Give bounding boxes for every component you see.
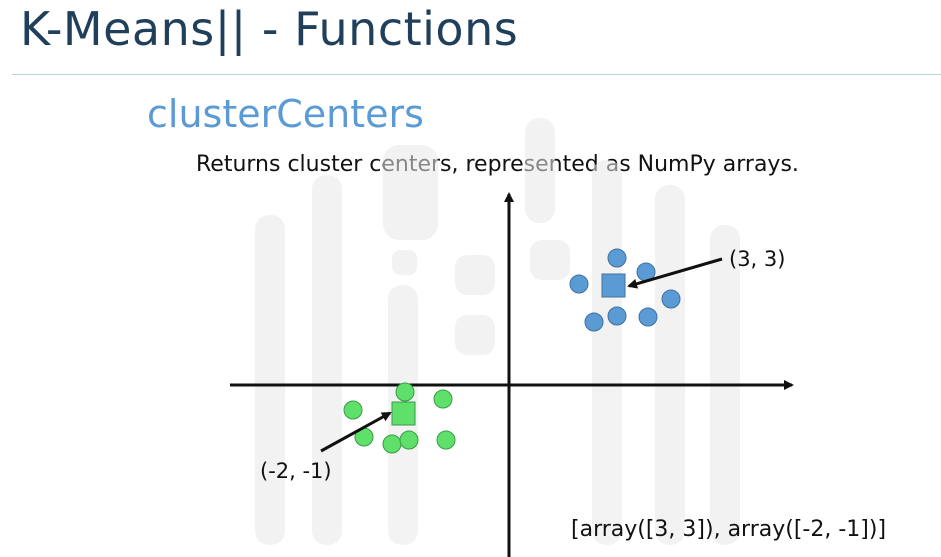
green-point — [399, 430, 419, 450]
blue-point — [584, 312, 604, 332]
green-point — [436, 430, 456, 450]
description-text: Returns cluster centers, represented as … — [196, 152, 799, 177]
green-point — [343, 400, 363, 420]
green-cluster-center — [391, 401, 416, 426]
green-center-arrow — [320, 411, 392, 453]
blue-point — [607, 248, 627, 268]
blue-center-label: (3, 3) — [729, 247, 785, 271]
blue-point — [638, 307, 658, 327]
blue-point — [607, 306, 627, 326]
green-point — [433, 389, 453, 409]
cluster-blue — [569, 248, 681, 332]
blue-cluster-center — [601, 273, 626, 298]
section-heading: clusterCenters — [147, 92, 424, 136]
blue-point — [569, 274, 589, 294]
cluster-green — [343, 382, 456, 454]
green-center-label: (-2, -1) — [260, 459, 332, 483]
title-divider — [12, 74, 941, 75]
green-point — [382, 434, 402, 454]
green-point — [395, 382, 415, 402]
blue-center-arrow — [627, 257, 723, 289]
result-output: [array([3, 3]), array([-2, -1])] — [571, 517, 887, 542]
blue-point — [661, 289, 681, 309]
slide-title: K-Means|| - Functions — [20, 2, 519, 56]
